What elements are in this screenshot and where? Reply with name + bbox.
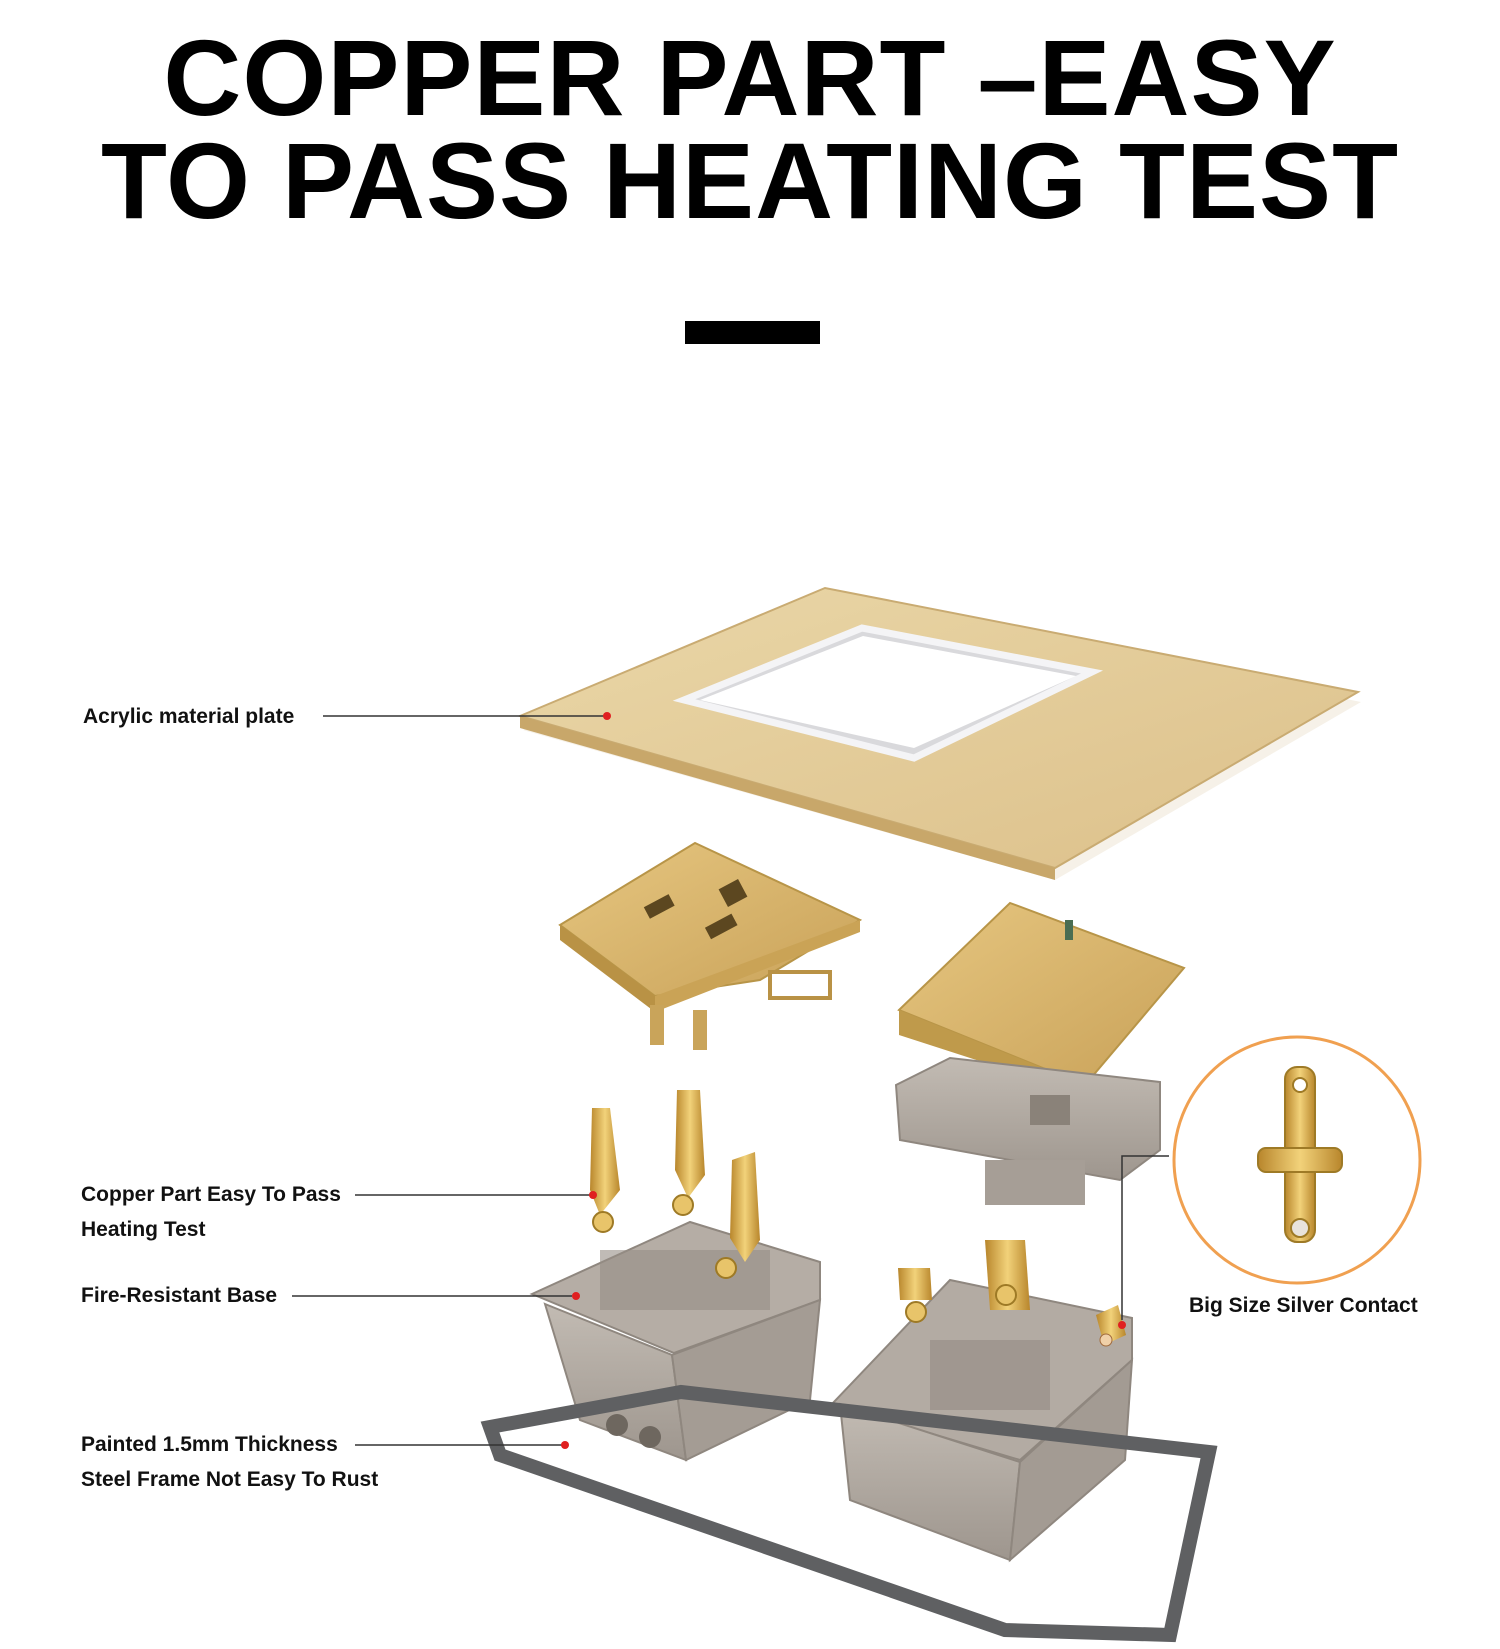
fire-resistant-base-left bbox=[529, 1220, 822, 1462]
callout-copper-part-line-2: Heating Test bbox=[81, 1218, 206, 1241]
marker-acrylic-plate bbox=[603, 712, 611, 720]
headline-line-2: TO PASS HEATING TEST bbox=[100, 120, 1400, 241]
headline-line-1: COPPER PART –EASY bbox=[163, 17, 1337, 138]
steel-frame bbox=[480, 1384, 1218, 1643]
silver-contact-label: Big Size Silver Contact bbox=[1189, 1294, 1418, 1317]
callout-copper-part: Copper Part Easy To Pass Heating Test bbox=[81, 1177, 341, 1247]
callout-steel-frame-line-2: Steel Frame Not Easy To Rust bbox=[81, 1468, 379, 1491]
callout-fire-resistant-base-line-1: Fire-Resistant Base bbox=[81, 1284, 278, 1307]
copper-contacts bbox=[590, 1090, 1126, 1347]
callout-steel-frame-line-1: Painted 1.5mm Thickness bbox=[81, 1433, 338, 1456]
silver-contact-detail-circle bbox=[1172, 1035, 1422, 1285]
marker-fire-resistant-base bbox=[572, 1292, 580, 1300]
title-divider-bar bbox=[685, 321, 820, 344]
switch-mechanism-gray bbox=[894, 1056, 1161, 1205]
callout-acrylic-plate: Acrylic material plate bbox=[83, 699, 294, 734]
marker-silver-contact bbox=[1118, 1321, 1126, 1329]
callout-acrylic-plate-line-1: Acrylic material plate bbox=[83, 705, 295, 728]
silver-contact-enlarged bbox=[1257, 1066, 1343, 1243]
marker-copper-part bbox=[589, 1191, 597, 1199]
acrylic-plate bbox=[516, 586, 1361, 880]
callout-copper-part-line-1: Copper Part Easy To Pass bbox=[81, 1183, 341, 1206]
marker-steel-frame bbox=[561, 1441, 569, 1449]
socket-cover-gold bbox=[558, 841, 863, 1050]
leader-lines bbox=[292, 715, 1169, 1446]
callout-markers bbox=[561, 712, 1126, 1449]
callout-fire-resistant-base: Fire-Resistant Base bbox=[81, 1278, 277, 1313]
callout-steel-frame: Painted 1.5mm Thickness Steel Frame Not … bbox=[81, 1427, 378, 1497]
